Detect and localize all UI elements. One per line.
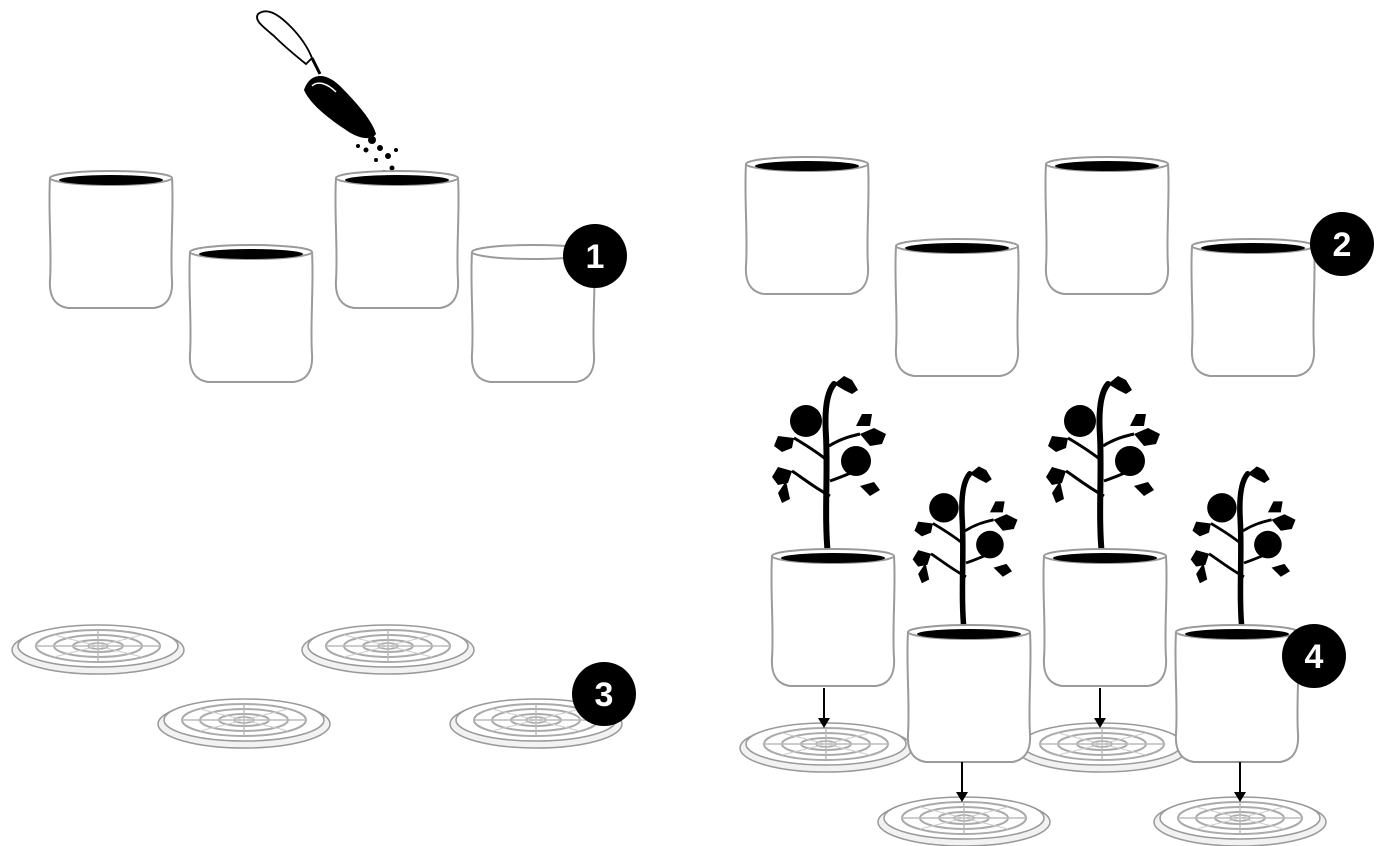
pot-filled (189, 245, 312, 382)
tomato-plant-icon (1046, 376, 1160, 556)
pot-filled (1191, 239, 1314, 376)
pot-filled (895, 239, 1018, 376)
tomato-plant-icon (913, 466, 1018, 632)
step-1-group: 1 (49, 9, 627, 383)
tomato-plant-icon (1191, 466, 1296, 632)
arrow-down-icon (1093, 687, 1107, 729)
step-badge-3: 3 (572, 662, 636, 726)
step-number-4: 4 (1305, 638, 1324, 676)
saucer (739, 722, 913, 773)
pot-filled (745, 157, 868, 294)
step-badge-4: 4 (1282, 624, 1346, 688)
pot-filled (335, 171, 458, 308)
saucer (157, 698, 331, 749)
pot-filled (907, 625, 1030, 762)
arrow-down-icon (1233, 761, 1247, 803)
step-number-3: 3 (595, 676, 614, 714)
saucer (1015, 722, 1189, 773)
step-4-group: 4 (739, 376, 1346, 846)
step-badge-1: 1 (563, 224, 627, 288)
pot-filled (1175, 625, 1298, 762)
saucer (1153, 796, 1327, 846)
pot-filled (1045, 157, 1168, 294)
step-3-group: 3 (11, 624, 636, 749)
trowel-icon (255, 9, 400, 181)
saucer (877, 796, 1051, 846)
pot-filled (1043, 549, 1166, 686)
pot-filled (771, 549, 894, 686)
step-badge-2: 2 (1310, 212, 1374, 276)
arrow-down-icon (817, 687, 831, 729)
tomato-plant-icon (772, 376, 886, 556)
saucer (11, 624, 185, 675)
step-number-1: 1 (586, 238, 605, 276)
step-number-2: 2 (1333, 226, 1352, 264)
saucer (301, 624, 475, 675)
arrow-down-icon (955, 761, 969, 803)
pot-filled (49, 171, 172, 308)
step-2-group: 2 (745, 157, 1374, 376)
